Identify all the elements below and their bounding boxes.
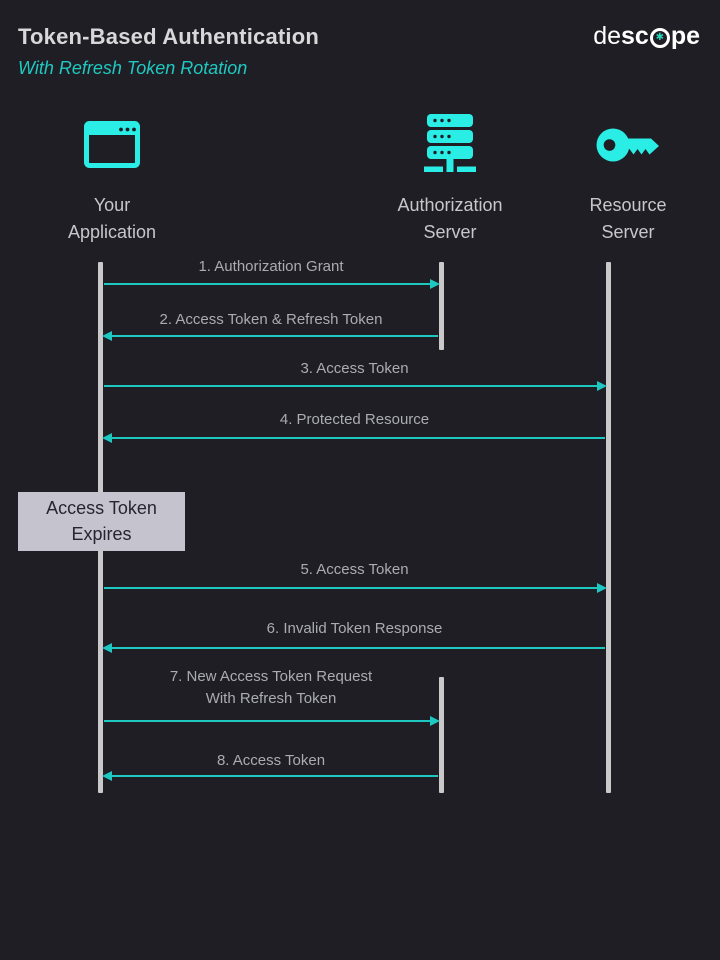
actor-label-line: Authorization <box>397 195 503 215</box>
lifeline-authorization-server-segment1 <box>439 262 444 350</box>
logo-text-de: de <box>593 22 621 50</box>
message-arrow-3 <box>104 381 607 391</box>
note-access-token-expires: Access Token Expires <box>18 492 185 551</box>
logo-text-sc: sc <box>621 22 649 50</box>
message-label-line: With Refresh Token <box>205 690 337 707</box>
message-arrow-7 <box>104 716 440 726</box>
actor-label-line: Server <box>423 222 477 242</box>
server-icon <box>424 114 476 172</box>
actor-label-authorization-server: Authorization Server <box>355 192 545 246</box>
lifeline-resource-server <box>606 262 611 793</box>
actor-label-resource-server: Resource Server <box>533 192 720 246</box>
message-arrow-2 <box>102 331 438 341</box>
message-label-7: 7. New Access Token Request With Refresh… <box>104 666 438 710</box>
actor-label-line: Resource <box>589 195 667 215</box>
actor-label-line: Application <box>67 222 157 242</box>
message-label-3: 3. Access Token <box>300 360 409 377</box>
note-line: Access Token <box>46 498 157 518</box>
message-label-line: 7. New Access Token Request <box>169 668 373 685</box>
message-label-4: 4. Protected Resource <box>279 411 430 428</box>
note-line: Expires <box>71 524 132 544</box>
message-arrow-1 <box>104 279 440 289</box>
message-label-8: 8. Access Token <box>216 752 326 769</box>
browser-icon <box>84 121 140 168</box>
actor-label-line: Your <box>93 195 131 215</box>
message-arrow-5 <box>104 583 607 593</box>
message-label-5: 5. Access Token <box>300 561 409 578</box>
actor-label-your-application: Your Application <box>17 192 207 246</box>
logo-text-pe: pe <box>670 22 700 50</box>
message-label-2: 2. Access Token & Refresh Token <box>159 311 383 328</box>
message-arrow-4 <box>102 433 605 443</box>
message-label-6: 6. Invalid Token Response <box>266 620 443 637</box>
page-subtitle: With Refresh Token Rotation <box>18 58 248 78</box>
message-arrow-8 <box>102 771 438 781</box>
key-icon <box>596 128 659 162</box>
actor-label-line: Server <box>601 222 655 242</box>
message-label-1: 1. Authorization Grant <box>198 258 344 275</box>
message-arrow-6 <box>102 643 605 653</box>
descope-o-icon: ✱ <box>649 27 670 48</box>
page-title: Token-Based Authentication <box>18 24 319 49</box>
star-icon: ✱ <box>655 31 665 43</box>
lifeline-authorization-server-segment2 <box>439 677 444 793</box>
